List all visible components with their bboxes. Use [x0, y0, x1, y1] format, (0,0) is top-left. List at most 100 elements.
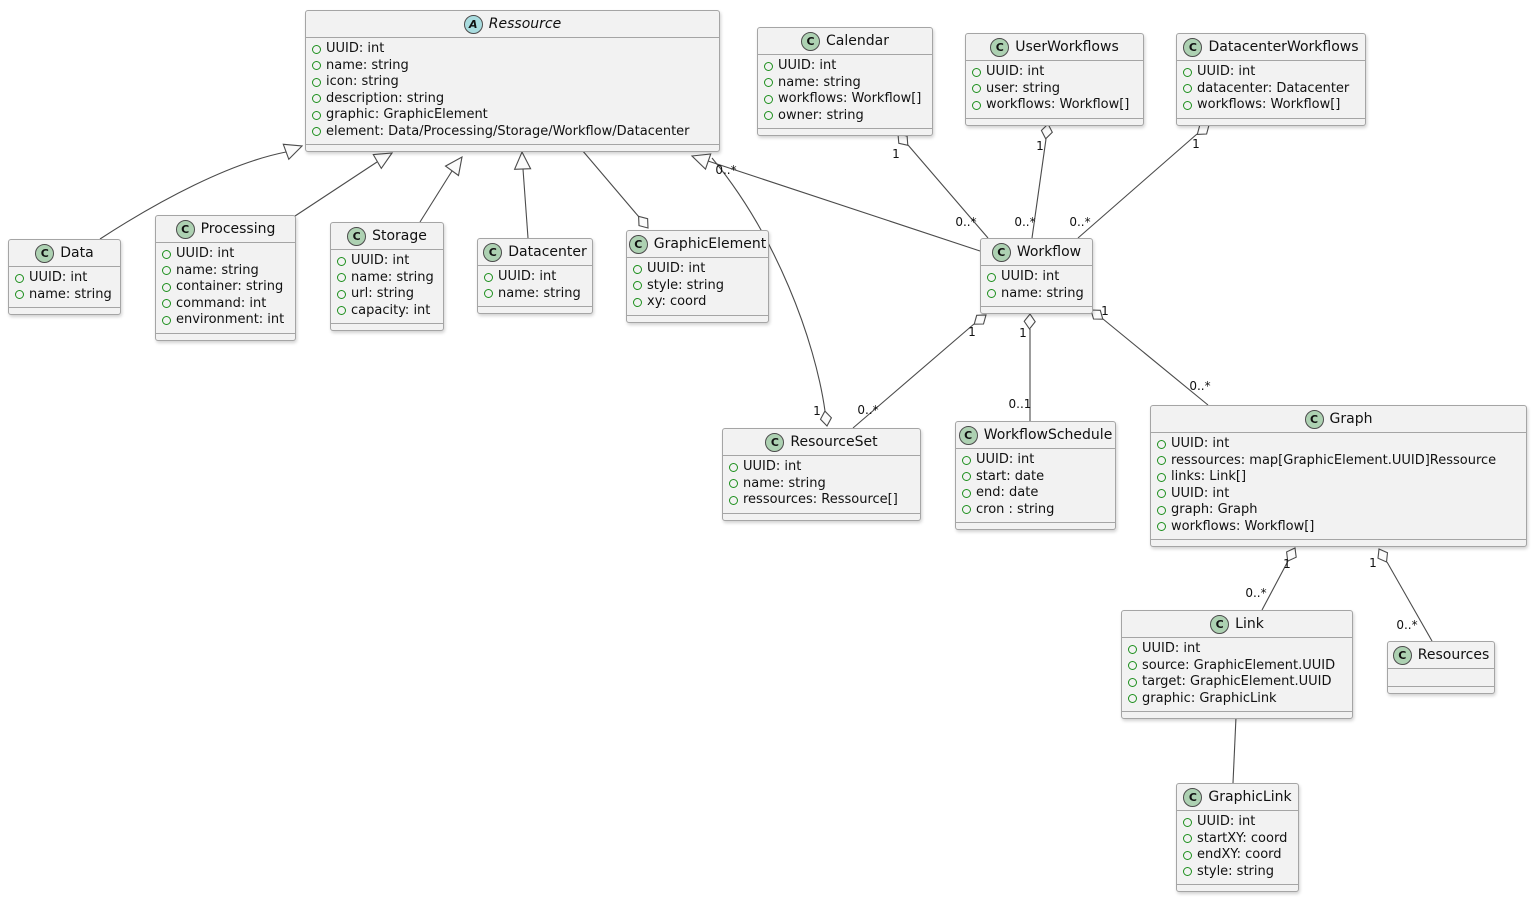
attribute-row: graphic: GraphicLink	[1128, 691, 1345, 708]
edge-graph-resources: 10..*	[1369, 548, 1433, 642]
attribute-text: UUID: int	[326, 41, 385, 56]
field-visibility-icon	[1157, 522, 1166, 532]
class-icon: C	[801, 31, 821, 51]
edge-workflow-resourceset: 10..*	[852, 314, 987, 429]
attribute-text: name: string	[351, 269, 434, 285]
attribute-row: workflows: Workflow[]	[1157, 519, 1519, 536]
attribute-text: ressources: Ressource[]	[743, 492, 898, 507]
field-visibility-icon	[1157, 472, 1166, 482]
methods-compartment	[956, 523, 1115, 529]
class-header: A Ressource	[306, 11, 719, 38]
class-header: C Processing	[156, 216, 295, 243]
attribute-row: UUID: int	[633, 261, 761, 278]
attribute-text: container: string	[176, 279, 284, 294]
attribute-row: capacity: int	[337, 303, 436, 320]
attribute-text: UUID: int	[1171, 485, 1230, 501]
methods-compartment	[966, 119, 1143, 125]
attribute-text: style: string	[647, 277, 725, 293]
methods-compartment	[306, 145, 719, 151]
attribute-row: xy: coord	[633, 294, 761, 311]
aggregation-diamond	[1286, 547, 1297, 562]
edge-resourceset-ressource: 10..*	[711, 157, 833, 427]
attribute-text: workflows: Workflow[]	[1197, 97, 1341, 112]
edge-workflow-graph: 1 0..*	[1090, 304, 1211, 406]
multiplicity-label: 1	[1101, 304, 1109, 318]
class-resources[interactable]: C Resources	[1387, 641, 1495, 694]
field-visibility-icon	[1183, 834, 1192, 844]
field-visibility-icon	[162, 282, 171, 292]
attribute-row: UUID: int	[484, 269, 585, 286]
methods-compartment	[1177, 119, 1365, 125]
methods-compartment	[981, 307, 1092, 313]
multiplicity-label: 0..*	[857, 403, 878, 417]
attribute-text: graphic: GraphicLink	[1142, 690, 1277, 706]
attribute-row: name: string	[15, 287, 113, 304]
field-visibility-icon	[1128, 694, 1137, 704]
attribute-row: name: string	[312, 58, 712, 75]
inheritance-line	[419, 170, 453, 223]
aggregation-diamond	[638, 215, 649, 229]
field-visibility-icon	[633, 297, 642, 307]
field-visibility-icon	[15, 273, 24, 283]
field-visibility-icon	[962, 488, 971, 498]
field-visibility-icon	[337, 289, 346, 299]
class-icon: C	[1210, 614, 1230, 634]
class-name: GraphicLink	[1208, 789, 1292, 805]
attribute-row: url: string	[337, 286, 436, 303]
attribute-row: UUID: int	[1183, 64, 1358, 81]
multiplicity-label: 0..*	[1189, 379, 1210, 393]
attribute-text: name: string	[326, 57, 409, 73]
attribute-row: endXY: coord	[1183, 847, 1291, 864]
multiplicity-label: 0..*	[1396, 618, 1417, 632]
class-name: Data	[60, 245, 94, 261]
edge-userworkflows-workflow: 10..*	[1014, 123, 1053, 239]
attribute-row: description: string	[312, 91, 712, 108]
attribute-row: datacenter: Datacenter	[1183, 81, 1358, 98]
attribute-text: UUID: int	[647, 261, 706, 276]
class-header: C Calendar	[758, 28, 932, 55]
attribute-row: name: string	[729, 476, 913, 493]
edge-calendar-workflow: 10..*	[892, 133, 989, 239]
attribute-text: description: string	[326, 90, 445, 106]
field-visibility-icon	[729, 479, 738, 489]
field-visibility-icon	[484, 289, 493, 299]
methods-compartment	[1122, 712, 1352, 718]
field-visibility-icon	[15, 290, 24, 300]
field-visibility-icon	[162, 299, 171, 309]
aggregation-diamond	[973, 314, 987, 325]
attribute-text: UUID: int	[176, 246, 235, 261]
abstract-class-icon: A	[463, 14, 483, 34]
attribute-row: name: string	[162, 263, 288, 280]
field-visibility-icon	[987, 289, 996, 299]
attribute-row: UUID: int	[337, 253, 436, 270]
attribute-row: startXY: coord	[1183, 831, 1291, 848]
field-visibility-icon	[1183, 100, 1192, 110]
field-visibility-icon	[1157, 489, 1166, 499]
attribute-row: UUID: int	[1128, 641, 1345, 658]
class-icon: C	[765, 432, 785, 452]
attribute-text: workflows: Workflow[]	[1171, 518, 1315, 534]
attribute-text: UUID: int	[351, 253, 410, 268]
attribute-row: name: string	[764, 75, 925, 92]
attribute-row: UUID: int	[1157, 436, 1519, 453]
attributes-compartment	[1388, 669, 1494, 687]
attribute-text: element: Data/Processing/Storage/Workflo…	[326, 123, 690, 139]
